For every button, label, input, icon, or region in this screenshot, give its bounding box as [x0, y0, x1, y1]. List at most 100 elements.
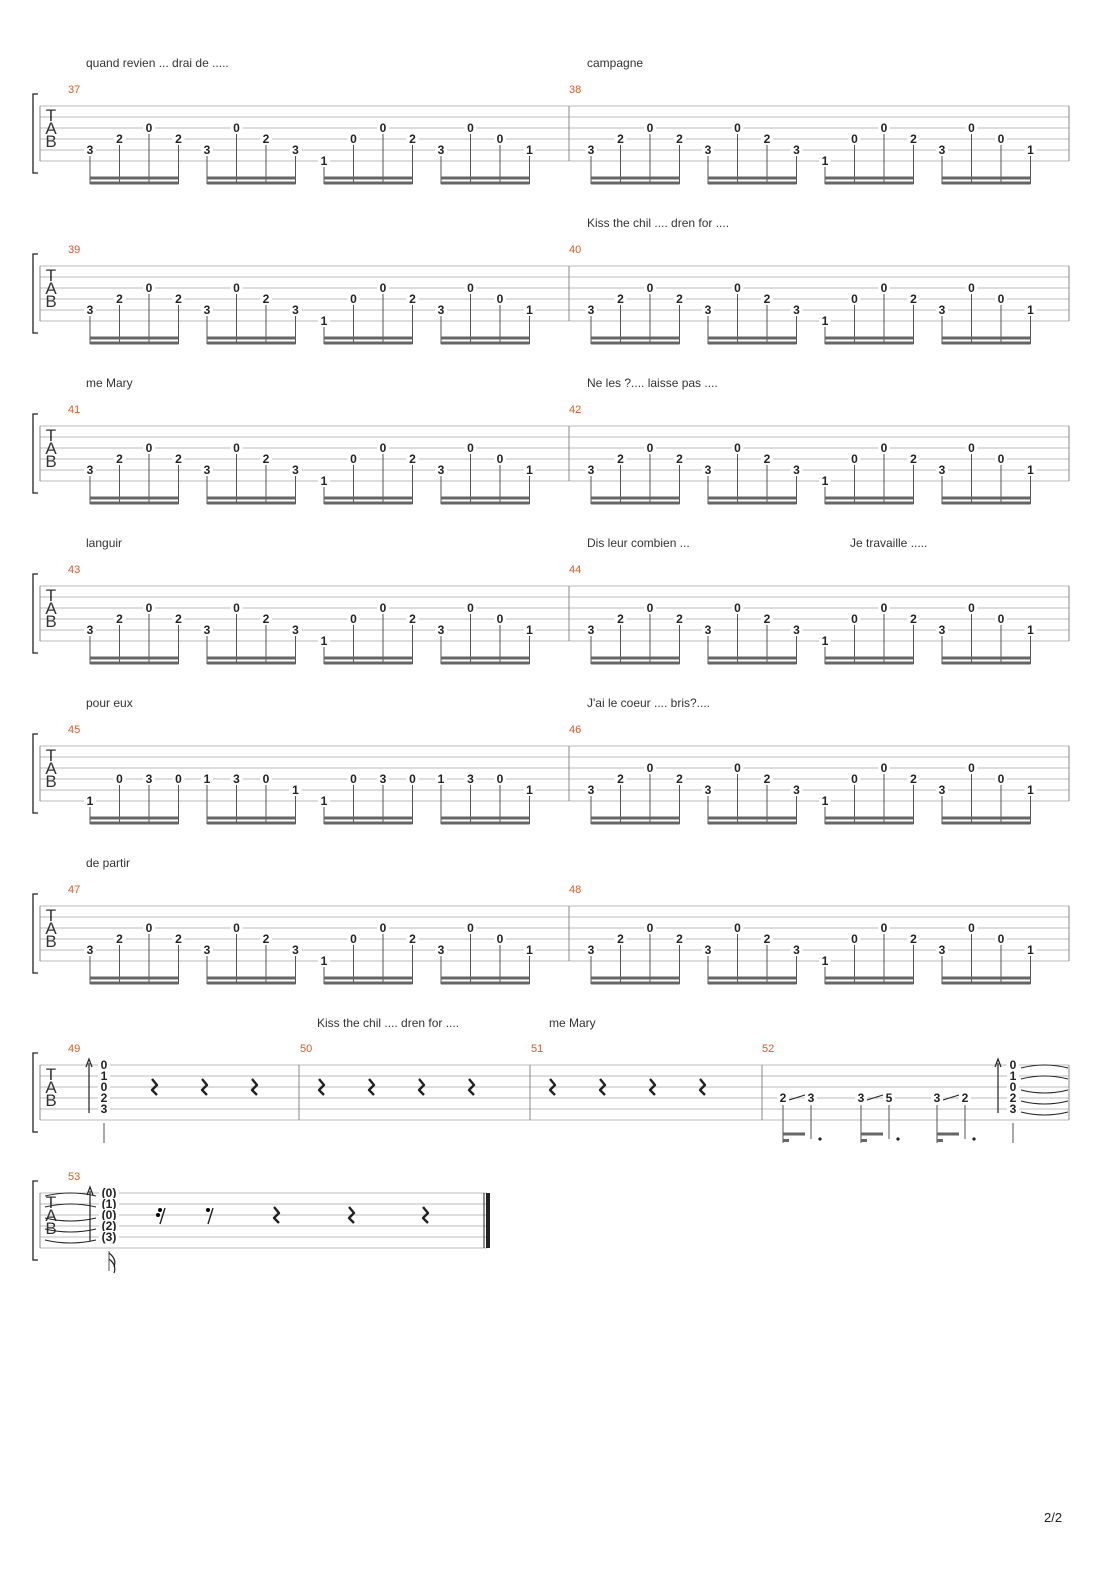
- fret-number: 1: [822, 314, 829, 328]
- fret-background: [435, 464, 447, 476]
- fret-background: [406, 453, 419, 465]
- fret-number: 0: [233, 601, 240, 615]
- fret-background: [464, 773, 477, 785]
- fret-number: 0: [233, 441, 240, 455]
- fret-number: 3: [705, 943, 712, 957]
- fret-number: 1: [1027, 943, 1034, 957]
- fret-background: [644, 922, 656, 934]
- fret-background: [113, 133, 126, 145]
- fret-background: [230, 442, 243, 454]
- beam-stub: [861, 1139, 867, 1142]
- fret-background: [99, 1198, 119, 1210]
- fret-background: [377, 282, 389, 294]
- fret-number: 0: [350, 612, 357, 626]
- fret-number: 0: [998, 612, 1005, 626]
- tie-arc: [1020, 1089, 1069, 1094]
- slide-line: [788, 1094, 806, 1101]
- fret-number: 2: [910, 772, 917, 786]
- fret-number: 1: [822, 474, 829, 488]
- fret-number: 2: [409, 612, 416, 626]
- fret-background: [931, 1092, 943, 1104]
- lyric: quand revien ... drai de .....: [86, 56, 229, 70]
- fret-number: 0: [881, 761, 888, 775]
- fret-number: 1: [1010, 1069, 1017, 1083]
- tab-clef-letter: T: [46, 1193, 56, 1212]
- fret-number: 2: [676, 932, 683, 946]
- system-bracket: [32, 1180, 38, 1261]
- fret-number: 0: [851, 132, 858, 146]
- fret-number: 3: [705, 623, 712, 637]
- fret-background: [172, 933, 185, 945]
- fret-number: 3: [858, 1091, 865, 1105]
- fret-background: [702, 464, 714, 476]
- fret-background: [260, 613, 272, 625]
- fret-number: 3: [292, 623, 299, 637]
- quarter-rest: [272, 1206, 281, 1224]
- fret-number: 0: [146, 441, 153, 455]
- fret-number: (0): [102, 1208, 117, 1222]
- fret-background: [494, 613, 506, 625]
- fret-background: [113, 453, 126, 465]
- tab-clef-letter: T: [46, 106, 56, 125]
- fret-number: 0: [175, 772, 182, 786]
- lyric: Kiss the chil .... dren for ....: [317, 1016, 460, 1030]
- fret-background: [761, 293, 773, 305]
- fret-number: 3: [705, 463, 712, 477]
- fret-background: [644, 762, 656, 774]
- fret-background: [936, 944, 948, 956]
- fret-background: [494, 453, 506, 465]
- fret-background: [318, 315, 330, 327]
- fret-background: [99, 1209, 119, 1221]
- fret-number: 2: [116, 132, 123, 146]
- fret-background: [230, 122, 243, 134]
- fret-number: 2: [263, 292, 270, 306]
- fret-number: (1): [102, 1197, 117, 1211]
- fret-background: [731, 442, 744, 454]
- tab-clef-letter: A: [45, 599, 57, 618]
- fret-background: [318, 155, 330, 167]
- fret-background: [84, 144, 96, 156]
- system-bracket: [32, 253, 38, 334]
- fret-background: [673, 133, 686, 145]
- fret-number: 2: [780, 1091, 787, 1105]
- fret-number: 0: [1010, 1058, 1017, 1072]
- fret-number: 2: [263, 932, 270, 946]
- fret-background: [406, 293, 419, 305]
- fret-number: 1: [526, 303, 533, 317]
- fret-number: 2: [676, 452, 683, 466]
- measure-number: 47: [68, 884, 81, 896]
- fret-number: 2: [676, 612, 683, 626]
- measure-number: 52: [762, 1043, 775, 1055]
- fret-background: [172, 613, 185, 625]
- fret-number: 3: [939, 303, 946, 317]
- fret-number: 3: [793, 623, 800, 637]
- fret-background: [673, 613, 686, 625]
- fret-background: [731, 122, 744, 134]
- fret-background: [406, 613, 419, 625]
- fret-number: 3: [939, 783, 946, 797]
- fret-background: [883, 1092, 895, 1104]
- tie-arc: [44, 1203, 97, 1208]
- eighth-rest-stem: [207, 1207, 214, 1225]
- fret-background: [318, 475, 330, 487]
- fret-number: 0: [350, 132, 357, 146]
- fret-number: 0: [734, 921, 741, 935]
- fret-number: 1: [1027, 143, 1034, 157]
- fret-number: 0: [734, 441, 741, 455]
- fret-number: 2: [263, 452, 270, 466]
- fret-number: 0: [647, 761, 654, 775]
- fret-number: 0: [233, 281, 240, 295]
- tab-clef-letter: A: [45, 119, 57, 138]
- tab-clef-letter: T: [46, 746, 56, 765]
- fret-background: [406, 773, 419, 785]
- lyric: Je travaille .....: [850, 536, 928, 550]
- fret-background: [347, 933, 360, 945]
- fret-number: 1: [101, 1069, 108, 1083]
- fret-background: [464, 922, 477, 934]
- fret-background: [435, 773, 447, 785]
- fret-number: 1: [321, 314, 328, 328]
- fret-background: [819, 315, 831, 327]
- fret-number: 0: [968, 121, 975, 135]
- fret-number: 1: [822, 634, 829, 648]
